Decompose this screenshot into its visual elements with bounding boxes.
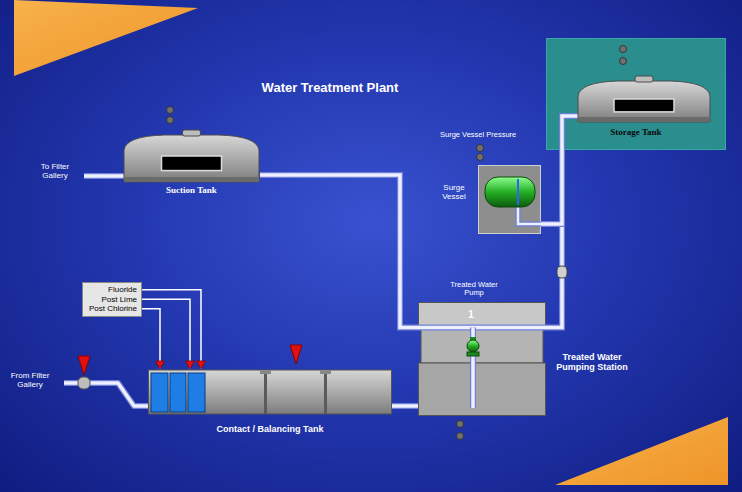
riser-valve <box>557 266 567 278</box>
path-shape <box>541 150 562 224</box>
node-text: Fluoride <box>87 285 137 295</box>
surge-vessel-box: Surge Vessel <box>478 165 541 234</box>
rect-shape <box>614 99 674 112</box>
node-text: Storage Tank <box>546 127 726 137</box>
pumping-station-building-shape <box>418 302 546 416</box>
rect-shape <box>324 370 327 414</box>
circle-shape <box>457 421 464 428</box>
pipe-connector <box>260 175 418 328</box>
arrow-head <box>156 361 165 369</box>
path-shape <box>392 403 418 409</box>
node-text: Suction Tank <box>123 185 260 195</box>
pipe-label: Surge Vessel Pressure <box>440 131 516 140</box>
path-shape <box>518 207 541 224</box>
diagram-title: Water Treatment Plant <box>200 80 460 95</box>
circle-shape <box>167 117 174 124</box>
path-shape <box>562 116 579 150</box>
node-text: Treated Water Pumping Station <box>554 352 630 372</box>
pipe-connector <box>392 406 418 407</box>
path-shape <box>518 207 541 224</box>
path-shape <box>418 326 546 330</box>
node-text: Contact / Balancing Tank <box>148 424 392 434</box>
node-text: Surge Vessel <box>436 183 472 201</box>
path-shape <box>260 175 418 328</box>
path-shape <box>392 404 418 408</box>
circle-shape <box>467 340 479 352</box>
corner-triangle <box>14 0 198 76</box>
rect-shape <box>151 373 168 412</box>
path-shape <box>562 116 579 150</box>
rect-shape <box>479 166 541 234</box>
path-shape <box>541 150 562 224</box>
path-shape <box>142 299 190 369</box>
level-marker <box>78 356 90 375</box>
rect-shape <box>170 373 186 412</box>
path-shape <box>142 290 201 369</box>
circle-shape <box>477 145 484 152</box>
circle-shape <box>620 58 627 65</box>
treated-water-pump: Treated Water Pump1 <box>418 302 546 329</box>
rect-shape <box>419 363 546 416</box>
rect-shape <box>320 370 331 374</box>
suction-tank: Suction Tank <box>123 128 260 200</box>
rect-shape <box>485 177 535 207</box>
chemical-dosing-box: FluoridePost LimePost Chlorine <box>82 282 142 317</box>
rect-shape <box>149 370 392 414</box>
filter-pipe <box>64 176 149 406</box>
arrow-head <box>186 361 195 369</box>
inlet-valve <box>78 377 90 389</box>
circle-shape <box>167 107 174 114</box>
path-shape <box>64 383 149 406</box>
line-shape <box>517 179 519 205</box>
path-shape <box>84 174 124 178</box>
node-text: Treated Water Pump <box>444 281 504 298</box>
rect-shape <box>162 156 222 171</box>
arrow-head <box>197 361 206 369</box>
circle-shape <box>620 46 627 53</box>
dosing-line <box>142 309 165 369</box>
path-shape <box>418 325 546 331</box>
pumping-station-building: Treated Water Pumping StationTreated Wat… <box>418 302 546 416</box>
rect-shape <box>264 370 267 414</box>
pipe-label: To Filter Gallery <box>30 162 80 180</box>
circle-shape <box>457 433 464 440</box>
node-text: 1 <box>464 309 478 320</box>
rect-shape <box>183 130 201 136</box>
node-text: Post Lime <box>87 295 137 305</box>
rect-shape <box>188 373 205 412</box>
rect-shape <box>419 303 546 330</box>
path-shape <box>260 175 418 328</box>
dosing-line <box>142 290 206 369</box>
rect-shape <box>124 177 259 182</box>
storage-tank-panel: Storage Tank <box>546 38 726 150</box>
surge-vessel-box-shape <box>478 165 541 234</box>
path-shape <box>84 173 124 179</box>
rect-shape <box>260 370 271 374</box>
path-shape <box>578 81 710 122</box>
path-shape <box>124 135 259 182</box>
circle-shape <box>477 154 484 161</box>
rect-shape <box>635 76 653 82</box>
contact-balancing-tank: Contact / Balancing Tank <box>148 368 392 440</box>
level-marker <box>290 345 302 364</box>
rect-shape <box>578 117 710 122</box>
corner-triangle <box>555 417 728 485</box>
path-shape <box>142 309 160 369</box>
rect-shape <box>421 330 543 364</box>
pipe-connector <box>541 150 562 224</box>
dosing-line <box>142 299 195 369</box>
node-text: Post Chlorine <box>87 304 137 314</box>
pipe-label: From Filter Gallery <box>4 371 56 389</box>
path-shape <box>64 383 149 406</box>
rect-shape <box>467 352 479 356</box>
